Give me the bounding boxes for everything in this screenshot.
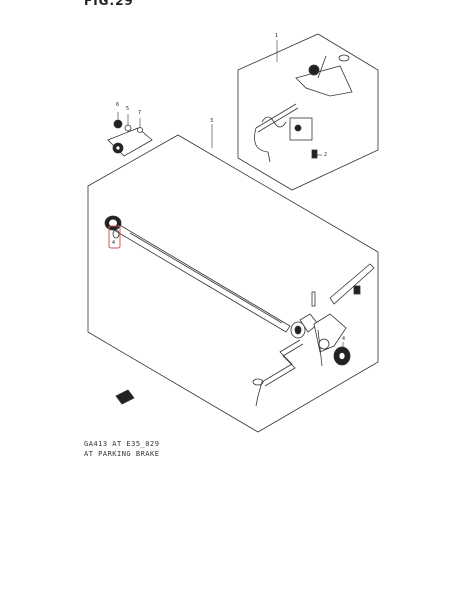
callout-1: 1	[275, 33, 279, 39]
callout-4: 4	[342, 336, 346, 342]
inset-panel-outline	[237, 33, 379, 191]
main-panel-outline	[87, 134, 379, 433]
callout-6: 6	[116, 102, 120, 108]
callout-4-left: 4	[112, 240, 116, 246]
caption-title: AT PARKING BRAKE	[84, 450, 160, 458]
inset-bolt	[311, 149, 318, 159]
caption-code: GA413 AT E35_029	[84, 440, 160, 448]
bushing-left	[104, 215, 122, 249]
inset-shaft-assembly	[254, 103, 313, 163]
parking-rod	[252, 339, 304, 407]
callout-2: 2	[324, 152, 328, 158]
callout-5: 5	[126, 106, 130, 112]
clip-part	[115, 389, 135, 405]
callout-7: 7	[138, 110, 142, 116]
inset-lever	[295, 54, 353, 97]
parking-brake-shaft	[113, 223, 291, 333]
linkage-assembly	[290, 263, 375, 367]
bracket-upper-left	[107, 119, 153, 157]
figure-title: FIG.29	[84, 0, 134, 8]
callout-3: 3	[210, 118, 214, 124]
